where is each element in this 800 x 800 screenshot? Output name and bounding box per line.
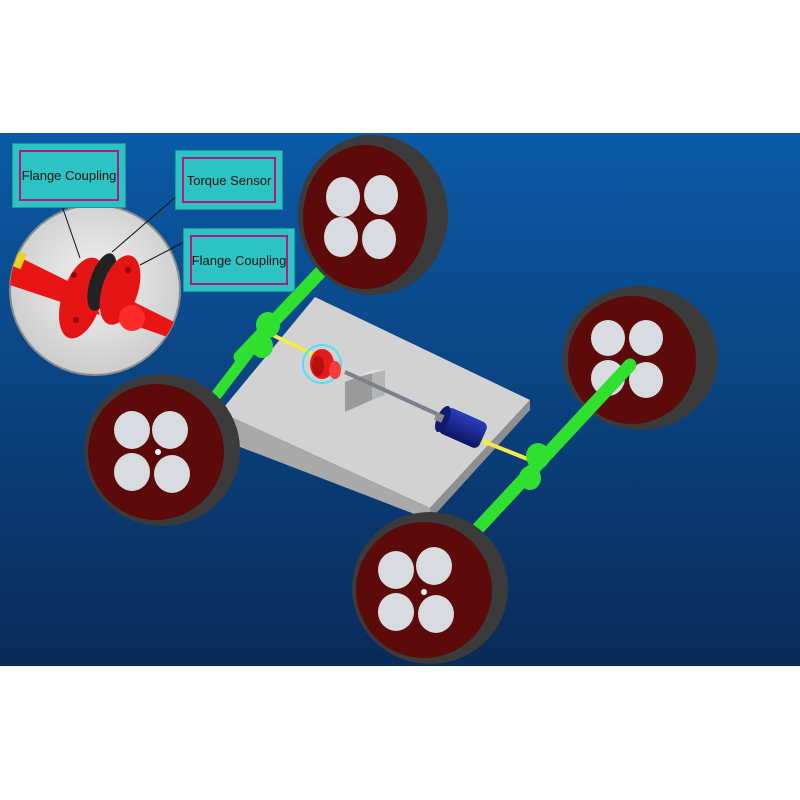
callout-flange-coupling-left: Flange Coupling	[12, 143, 126, 208]
callout-leader-lines	[61, 194, 189, 266]
callout-flange-coupling-right: Flange Coupling	[183, 228, 295, 292]
coupling-assembly	[302, 344, 342, 384]
magnified-coupling-view	[9, 204, 181, 376]
callout-torque-sensor: Torque Sensor	[175, 150, 283, 210]
wheel-front-left	[352, 512, 508, 664]
callout-label: Flange Coupling	[21, 168, 117, 183]
wheel-rear-left-lower	[84, 374, 240, 526]
callout-label: Flange Coupling	[191, 252, 287, 268]
chassis-block	[220, 297, 530, 520]
wheel-rear-left	[298, 135, 448, 295]
callout-label: Torque Sensor	[186, 172, 272, 188]
motor	[433, 406, 487, 448]
